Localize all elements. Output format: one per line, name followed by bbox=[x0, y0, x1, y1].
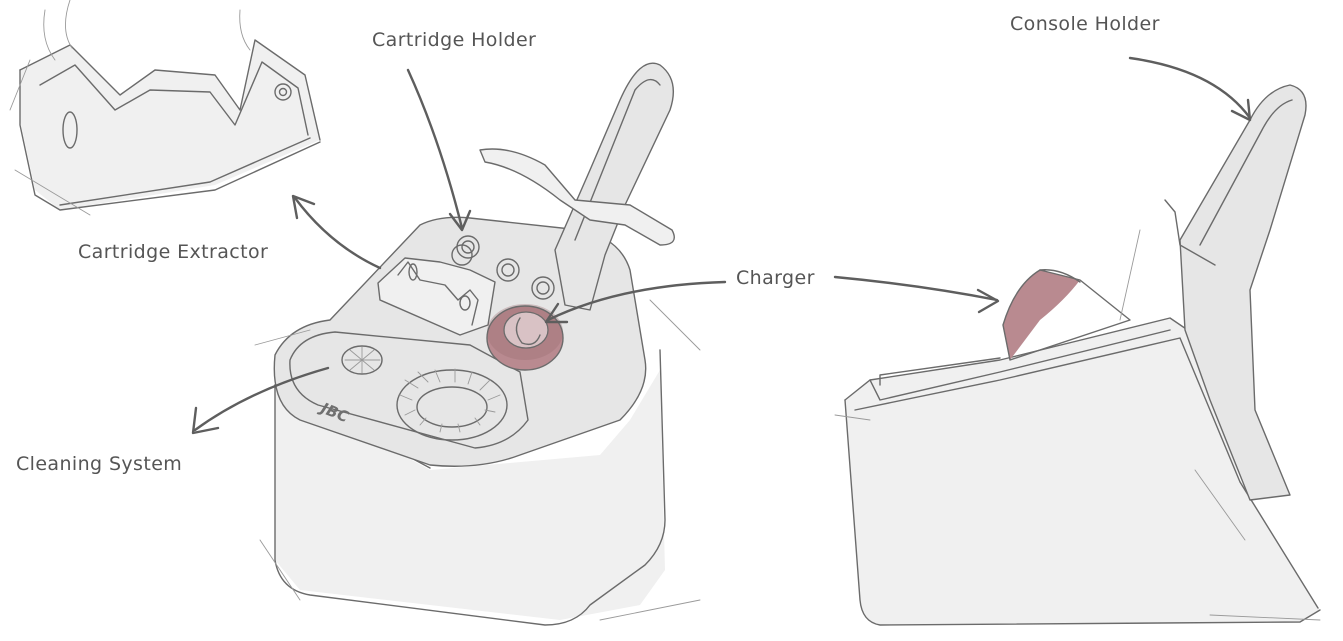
label-cartridge-extractor: Cartridge Extractor bbox=[78, 241, 268, 263]
arrow-cartridge-extractor bbox=[291, 194, 382, 270]
label-charger: Charger bbox=[736, 267, 815, 289]
label-cartridge-holder: Cartridge Holder bbox=[372, 29, 536, 51]
arrow-charger-left bbox=[544, 280, 727, 324]
cartridge-extractor-detail-sketch bbox=[9, 0, 321, 216]
label-cleaning-system: Cleaning System bbox=[16, 453, 182, 475]
label-console-holder: Console Holder bbox=[1010, 13, 1160, 35]
arrow-charger-right bbox=[833, 275, 1000, 314]
arrow-console-holder bbox=[1128, 56, 1252, 122]
station-perspective-sketch: JBC bbox=[254, 62, 701, 626]
station-side-view-sketch bbox=[834, 84, 1321, 626]
arrow-cartridge-holder bbox=[406, 68, 472, 232]
arrow-cleaning-system bbox=[191, 366, 330, 435]
